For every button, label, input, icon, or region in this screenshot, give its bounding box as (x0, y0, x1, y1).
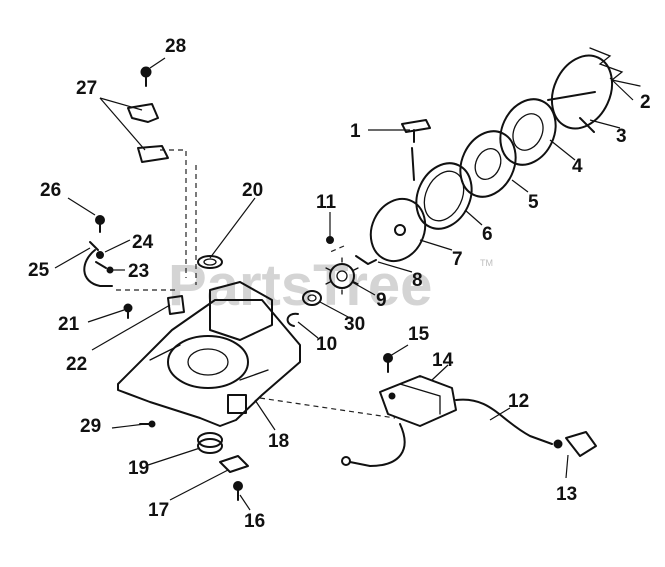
callout-17: 17 (148, 500, 169, 521)
callout-26: 26 (40, 180, 61, 201)
part-15-screw-icon (383, 353, 393, 373)
guide-coil-14 (259, 397, 396, 419)
part-22-terminal-icon (167, 295, 185, 315)
parts (83, 47, 641, 501)
callout-1: 1 (350, 121, 361, 142)
part-9-gear-icon (325, 257, 359, 295)
callout-2: 2 (640, 92, 651, 113)
callout-21: 21 (58, 314, 80, 335)
part-14-ignition-coil-icon (379, 375, 457, 427)
part-26-screw-icon (95, 215, 105, 233)
part-27-bracket-icon (127, 103, 169, 163)
callout-28: 28 (165, 36, 186, 57)
callout-18: 18 (268, 431, 289, 452)
part-29-pin-icon (139, 420, 156, 428)
part-28-screw-icon (140, 66, 152, 87)
part-21-screw-icon (123, 303, 133, 319)
callout-22: 22 (66, 354, 87, 375)
callout-19: 19 (128, 458, 149, 479)
callout-30: 30 (344, 314, 365, 335)
callout-6: 6 (482, 224, 493, 245)
watermark: PartsTree TM (168, 253, 493, 318)
part-18-base-plate-icon (117, 281, 301, 427)
part-5-pulley-icon (459, 130, 517, 198)
callout-5: 5 (528, 192, 539, 213)
callout-27: 27 (76, 78, 97, 99)
part-19-grommet-icon (197, 432, 223, 454)
callout-13: 13 (556, 484, 577, 505)
guide-screw-11 (329, 245, 345, 253)
assembly-guides (116, 149, 396, 419)
guide-bracket-27 (160, 149, 187, 278)
part-10-ring-icon (286, 312, 299, 327)
part-8-clip-icon (355, 255, 377, 265)
part-17-plate-icon (219, 455, 249, 473)
part-4-spring-icon (499, 98, 557, 166)
part-1-handle-icon (401, 119, 431, 143)
part-7-disc-icon (369, 197, 427, 263)
part-3-housing-icon (547, 54, 614, 133)
part-16-screw-icon (233, 481, 243, 501)
callout-14: 14 (432, 350, 454, 371)
callout-7: 7 (452, 249, 463, 270)
callout-29: 29 (80, 416, 101, 437)
callout-3: 3 (616, 126, 627, 147)
callout-25: 25 (28, 260, 50, 281)
callout-11: 11 (316, 192, 337, 213)
callout-24: 24 (132, 232, 154, 253)
part-2-rope-icon (589, 47, 641, 87)
watermark-trademark: TM (480, 258, 493, 268)
callout-23: 23 (128, 261, 149, 282)
part-25-cable-icon (83, 241, 113, 287)
callout-4: 4 (572, 156, 583, 177)
part-13-plug-cap-icon (553, 431, 597, 457)
part-30-washer-icon (302, 290, 322, 306)
part-24-clip-icon (95, 251, 107, 269)
part-11-screw-icon (326, 236, 334, 244)
part-20-grommet-icon (197, 255, 223, 269)
callout-10: 10 (316, 334, 337, 355)
leader-lines (54, 57, 634, 511)
part-23-nut-icon (106, 266, 114, 274)
callout-20: 20 (242, 180, 263, 201)
part-6-rope-coil-icon (411, 147, 473, 230)
callout-16: 16 (244, 511, 265, 532)
callout-labels: 28 27 26 20 24 25 23 21 22 29 19 17 16 1… (28, 36, 651, 532)
callout-9: 9 (376, 290, 387, 311)
watermark-text: PartsTree (168, 253, 432, 318)
part-12-lead-icon (341, 398, 553, 467)
callout-12: 12 (508, 391, 529, 412)
callout-15: 15 (408, 324, 430, 345)
callout-8: 8 (412, 270, 423, 291)
